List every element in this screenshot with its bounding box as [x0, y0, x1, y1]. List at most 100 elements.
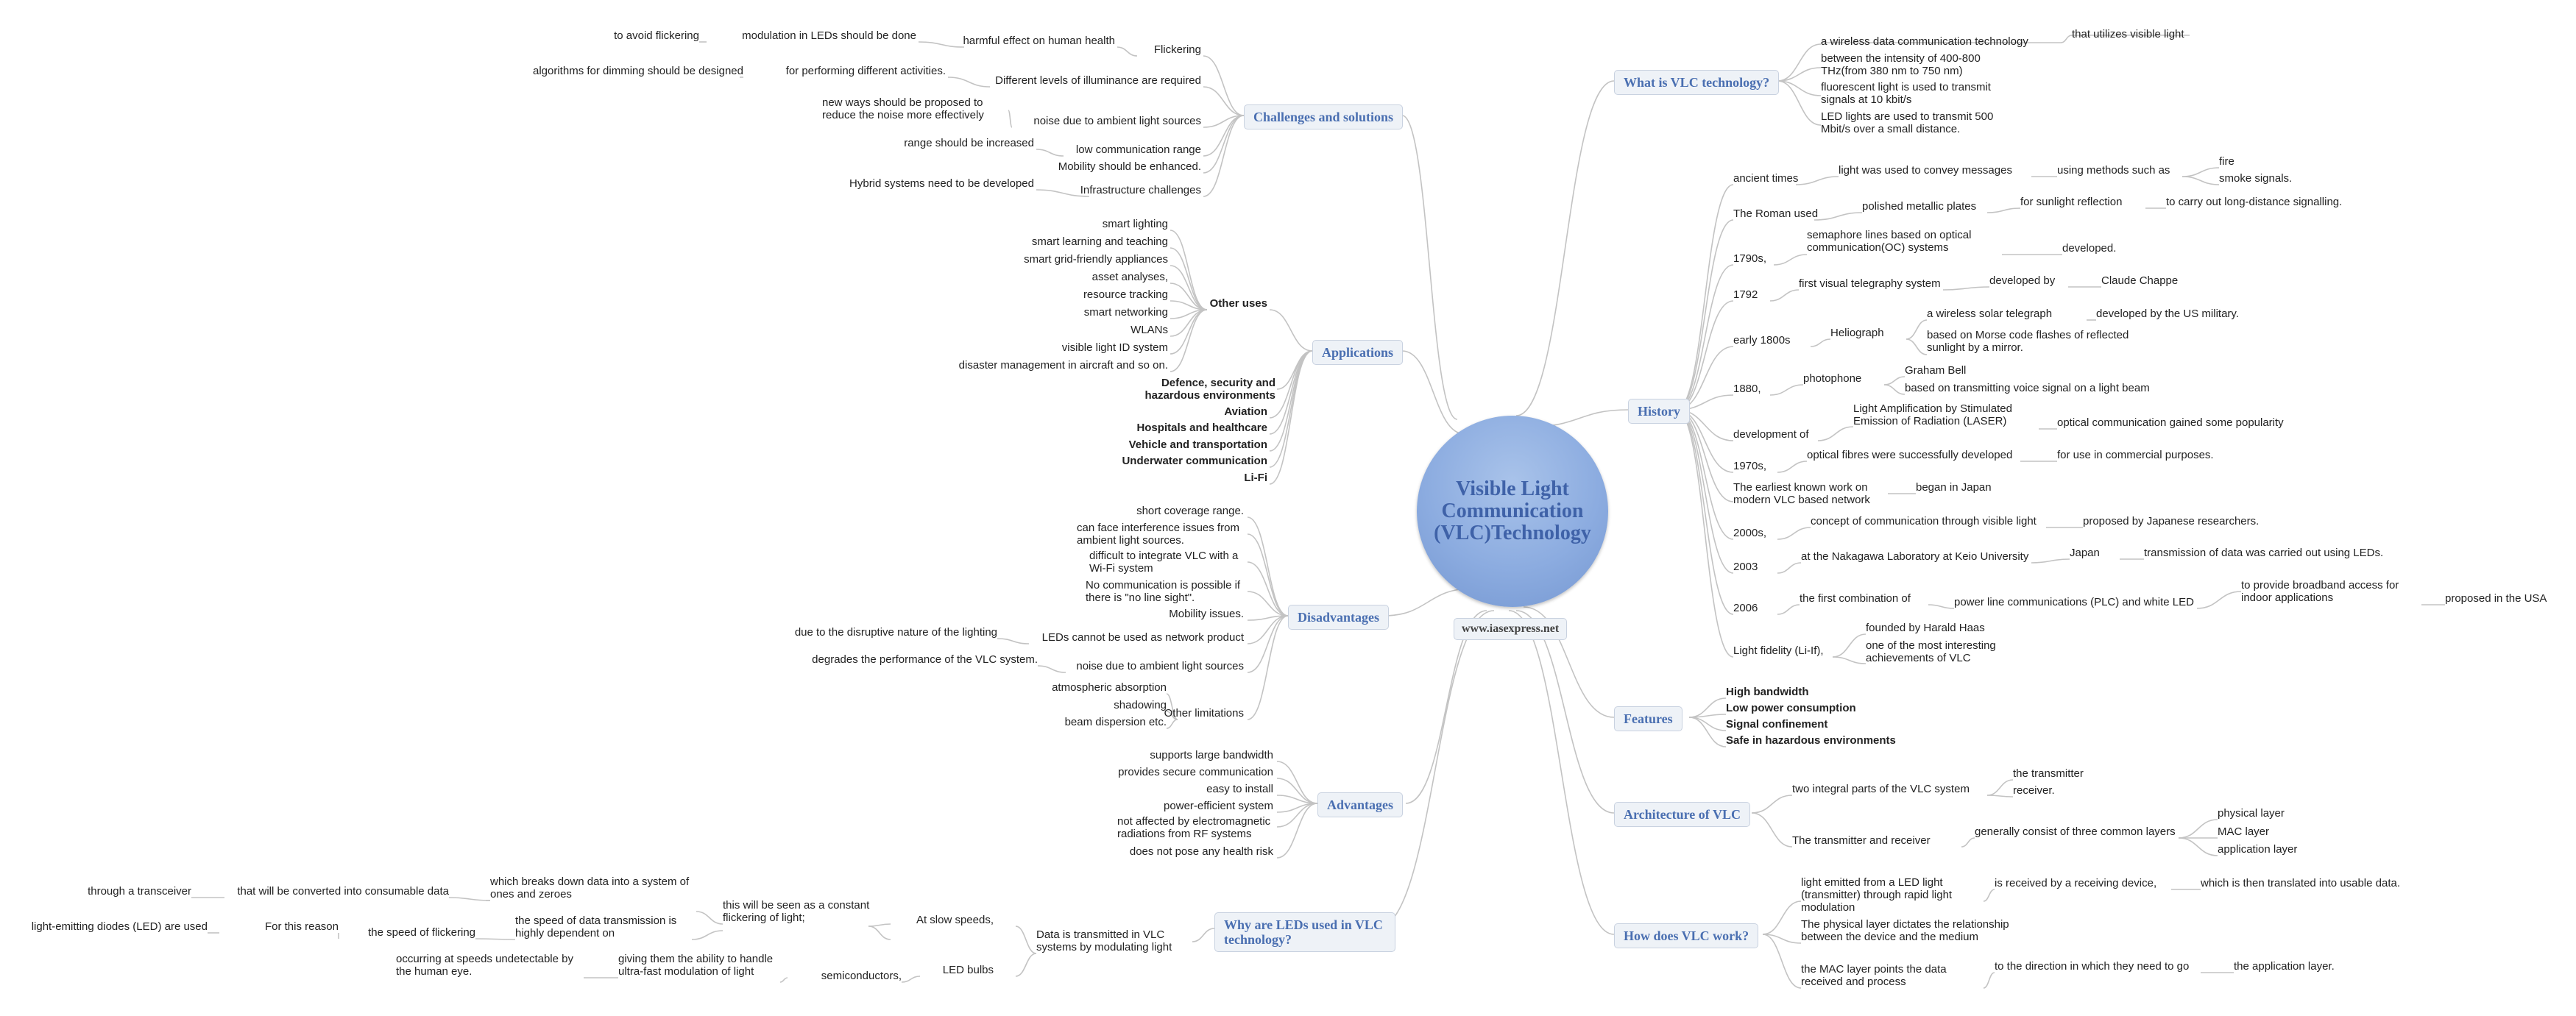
application-underwater: Underwater communication — [1122, 455, 1267, 467]
node: generally consist of three common layers — [1975, 825, 2176, 838]
node: optical fibres were successfully develop… — [1807, 449, 2013, 461]
node: receiver. — [2013, 784, 2055, 797]
disadvantage-item: noise due to ambient light sources — [1076, 660, 1244, 672]
challenge-item: to avoid flickering — [614, 29, 699, 42]
connector-line — [1777, 527, 1811, 540]
connector-line — [1523, 606, 1615, 718]
connector-line — [1015, 926, 1037, 954]
disadvantage-item: shadowing — [1114, 699, 1167, 711]
disadvantage-item: Mobility issues. — [1169, 608, 1244, 620]
connector-line — [1401, 350, 1465, 435]
branch-features[interactable]: Features — [1614, 706, 1682, 731]
challenge-item: range should be increased — [904, 137, 1034, 149]
branch-what-is-vlc[interactable]: What is VLC technology? — [1614, 70, 1780, 95]
connector-line — [1777, 562, 1802, 574]
challenge-item: Hybrid systems need to be developed — [849, 177, 1034, 190]
branch-advantages[interactable]: Advantages — [1317, 792, 1404, 817]
branch-architecture[interactable]: Architecture of VLC — [1614, 802, 1750, 827]
disadvantage-item: beam dispersion etc. — [1064, 716, 1167, 728]
connector-line — [1269, 309, 1313, 352]
application-other-uses: Other uses — [1209, 297, 1267, 310]
connector-line — [1276, 803, 1318, 859]
branch-history[interactable]: History — [1628, 399, 1690, 424]
node: 1880, — [1733, 383, 1761, 395]
connector-line — [947, 77, 991, 88]
branch-disadvantages[interactable]: Disadvantages — [1288, 605, 1390, 630]
connector-line — [1928, 604, 1955, 609]
disadvantage-item: degrades the performance of the VLC syst… — [812, 653, 1038, 666]
node: The transmitter and receiver — [1792, 834, 1931, 847]
application-vehicle: Vehicle and transportation — [1128, 438, 1267, 451]
node: the transmitter — [2013, 767, 2084, 780]
node: application layer — [2218, 843, 2298, 856]
application-item: WLANs — [1130, 324, 1168, 336]
connector-line — [2178, 819, 2218, 839]
connector-line — [1906, 338, 1928, 355]
node: a wireless solar telegraph — [1927, 308, 2053, 320]
node: for use in commercial purposes. — [2057, 449, 2214, 461]
node: The earliest known work on modern VLC ba… — [1733, 481, 1870, 506]
node: optical communication gained some popula… — [2057, 416, 2284, 429]
branch-why-leds[interactable]: Why are LEDs used in VLC technology? — [1214, 912, 1395, 952]
connector-line — [997, 638, 1030, 644]
disadvantage-item: atmospheric absorption — [1052, 681, 1167, 694]
challenge-item: for performing different activities. — [785, 65, 946, 77]
connector-line — [1883, 376, 1906, 386]
connector-line — [1777, 604, 1800, 615]
disadvantage-item: LEDs cannot be used as network product — [1041, 631, 1244, 644]
node: semiconductors, — [821, 970, 902, 982]
connector-line — [1269, 350, 1313, 435]
node: At slow speeds, — [916, 914, 994, 926]
node: ancient times — [1733, 172, 1799, 185]
advantage-item: does not pose any health risk — [1129, 845, 1273, 858]
node: development of — [1733, 428, 1809, 441]
branch-challenges[interactable]: Challenges and solutions — [1244, 104, 1404, 129]
branch-how-vlc-works[interactable]: How does VLC work? — [1614, 923, 1759, 948]
connector-line — [1170, 247, 1208, 310]
connector-line — [1676, 184, 1734, 411]
connector-line — [1015, 953, 1037, 977]
connector-line — [1762, 934, 1802, 944]
connector-line — [1769, 289, 1800, 302]
connector-line — [901, 976, 921, 983]
connector-line — [1276, 761, 1318, 804]
node: the speed of data transmission is highly… — [515, 914, 677, 939]
connector-line — [1777, 43, 1822, 82]
connector-line — [1166, 719, 1178, 729]
disadvantage-item: can face interference issues from ambien… — [1077, 522, 1239, 547]
connector-line — [1170, 309, 1208, 355]
connector-line — [1401, 115, 1458, 420]
node: power line communications (PLC) and whit… — [1954, 596, 2194, 608]
challenge-item: Infrastructure challenges — [1080, 184, 1201, 196]
connector-line — [1036, 189, 1090, 197]
node: the speed of flickering — [368, 926, 475, 939]
connector-line — [2182, 167, 2220, 177]
application-item: smart learning and teaching — [1031, 235, 1168, 248]
connector-line — [1037, 665, 1066, 673]
node: Data is transmitted in VLC systems by mo… — [1036, 928, 1172, 953]
connector-line — [1247, 516, 1289, 617]
branch-applications[interactable]: Applications — [1312, 340, 1404, 365]
connector-line — [1986, 207, 2021, 213]
connector-line — [1983, 889, 1995, 902]
node: photophone — [1803, 372, 1862, 385]
application-item: visible light ID system — [1061, 341, 1168, 354]
connector-line — [1814, 212, 1863, 221]
connector-line — [691, 930, 723, 940]
connector-line — [1688, 714, 1727, 718]
node: developed. — [2062, 242, 2117, 255]
advantage-item: supports large bandwidth — [1150, 749, 1273, 761]
node: concept of communication through visible… — [1811, 515, 2037, 527]
application-item: smart lighting — [1102, 218, 1168, 230]
connector-line — [1676, 409, 1734, 574]
node: fire — [2219, 155, 2234, 168]
connector-line — [448, 897, 491, 901]
central-topic[interactable]: Visible Light Communication (VLC)Technol… — [1417, 416, 1608, 607]
node: Graham Bell — [1905, 364, 1967, 377]
connector-line — [1676, 409, 1734, 658]
connector-line — [1777, 461, 1808, 473]
disadvantage-item: No communication is possible if there is… — [1086, 579, 1241, 604]
node: occurring at speeds undetectable by the … — [396, 953, 573, 978]
connector-line — [779, 977, 788, 983]
connector-line — [1269, 350, 1313, 485]
